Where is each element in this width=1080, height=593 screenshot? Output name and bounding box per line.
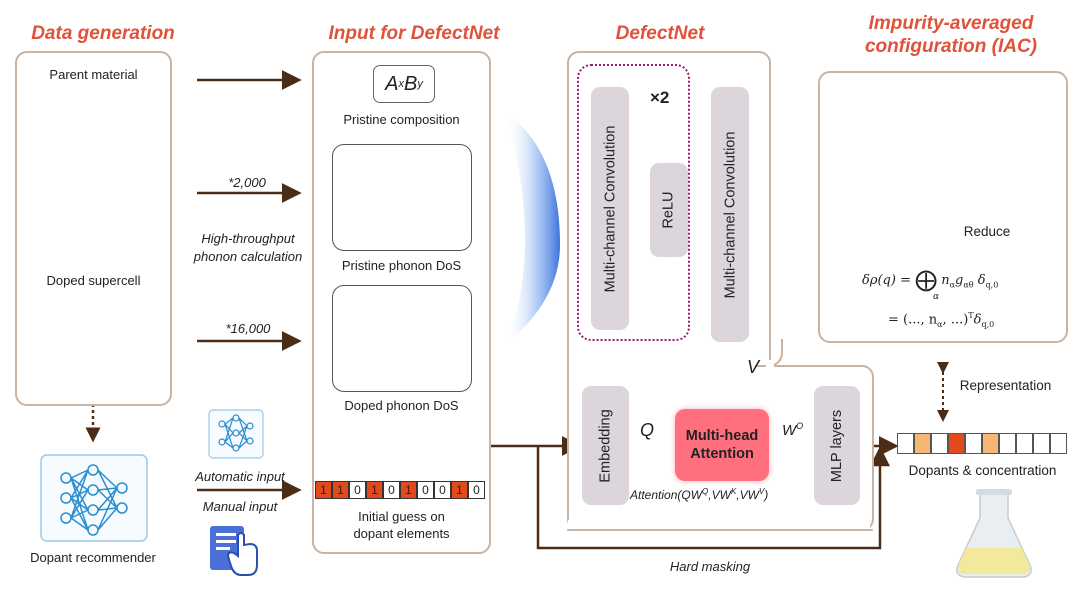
defectnet-panel-bottom-fill <box>568 520 870 530</box>
pristine-dos-label: Pristine phonon DoS <box>341 258 462 273</box>
output-cell <box>948 433 965 454</box>
initial-guess-label-line1: Initial guess on <box>358 509 445 524</box>
input-panel <box>312 51 491 554</box>
pristine-dos-box <box>332 144 472 251</box>
pristine-count-label: *2,000 <box>228 175 266 190</box>
output-cell <box>931 433 948 454</box>
doped-count-label: *16,000 <box>225 321 271 336</box>
output-cell <box>1033 433 1050 454</box>
formula-x: x <box>398 78 405 90</box>
bit-cell: 1 <box>400 481 417 499</box>
iac-title-line2: configuration (IAC) <box>864 36 1038 57</box>
input-title: Input for DefectNet <box>328 23 500 44</box>
initial-guess-label-line2: dopant elements <box>353 526 450 541</box>
defectnet-panel-mask <box>766 360 774 370</box>
data-generation-title: Data generation <box>31 23 175 44</box>
dopants-concentration-label: Dopants & concentration <box>908 463 1057 478</box>
relu-block: ReLU <box>650 163 688 257</box>
pristine-composition-label: Pristine composition <box>343 112 460 127</box>
repeat-count: ×2 <box>650 88 670 107</box>
bit-cell: 1 <box>366 481 383 499</box>
hard-masking-label: Hard masking <box>669 559 751 574</box>
automatic-input-label: Automatic input <box>195 469 285 484</box>
bit-cell: 0 <box>468 481 485 499</box>
iac-panel <box>818 71 1068 343</box>
output-concentration-vector <box>897 433 1071 455</box>
output-cell <box>1016 433 1033 454</box>
repeat-block-outline <box>577 64 690 341</box>
bit-cell: 0 <box>349 481 366 499</box>
automatic-input-network-icon <box>208 409 264 459</box>
embedding-block: Embedding <box>582 386 629 505</box>
flask-icon <box>956 489 1032 578</box>
reduce-label: Reduce <box>963 224 1011 239</box>
conv-block-2: Multi-channel Convolution <box>711 87 749 342</box>
ht-label-line2: phonon calculation <box>193 249 303 264</box>
bit-cell: 0 <box>417 481 434 499</box>
attention-formula: Attention(QWQ,VWK,VWV) <box>630 487 769 502</box>
q-label: Q <box>640 420 655 440</box>
formula-y: y <box>417 78 423 90</box>
output-cell <box>1050 433 1067 454</box>
data-generation-panel <box>15 51 172 406</box>
flow-arrow-shape <box>505 112 560 345</box>
doped-dos-box <box>332 285 472 392</box>
doped-dos-label: Doped phonon DoS <box>344 398 459 413</box>
direct-sum-icon: ⨁ <box>915 268 938 293</box>
output-cell <box>914 433 931 454</box>
initial-guess-bitvector: 1 1 0 1 0 1 0 0 1 0 <box>315 481 490 501</box>
multihead-attention-block: Multi-head Attention <box>675 409 769 481</box>
formula-b: B <box>404 72 418 95</box>
bit-cell: 0 <box>383 481 400 499</box>
bit-cell: 1 <box>332 481 349 499</box>
output-cell <box>982 433 999 454</box>
iac-title-line1: Impurity-averaged <box>868 13 1034 34</box>
parent-material-label: Parent material <box>49 67 138 82</box>
output-cell <box>897 433 914 454</box>
representation-label: Representation <box>959 378 1052 393</box>
ht-label-line1: High-throughput <box>201 231 295 246</box>
manual-input-hand-icon <box>210 526 258 576</box>
recommender-network-icon <box>40 454 148 542</box>
defectnet-title: DefectNet <box>615 23 705 44</box>
conv-block-1: Multi-channel Convolution <box>591 87 629 330</box>
defectnet-panel-bottom-edge <box>567 529 873 531</box>
bit-cell: 1 <box>451 481 468 499</box>
wo-label: WO <box>782 421 804 439</box>
equation-line1: δρ(q) = ⨁ nαgαθ δq,0 <box>862 268 999 293</box>
mlp-block: MLP layers <box>814 386 860 505</box>
output-cell <box>999 433 1016 454</box>
formula-a: A <box>385 72 399 95</box>
equation-sum-index: α <box>933 292 940 302</box>
manual-input-label: Manual input <box>202 499 278 514</box>
equation-line2: = (..., nα, ...)Tδq,0 <box>888 311 995 329</box>
dopant-recommender-label: Dopant recommender <box>30 550 156 565</box>
bit-cell: 1 <box>315 481 332 499</box>
output-cell <box>965 433 982 454</box>
v-label: V <box>747 357 760 377</box>
bit-cell: 0 <box>434 481 451 499</box>
doped-supercell-label: Doped supercell <box>46 273 141 288</box>
